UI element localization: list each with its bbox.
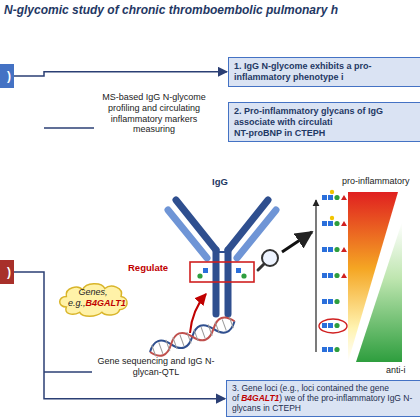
scale-label: anti-i (386, 365, 406, 376)
scale-label: pro-inflammatory (342, 176, 410, 187)
anti-gradient (356, 222, 402, 362)
gene-cloud: Genes, e.g.,B4GALT1 (56, 278, 130, 318)
connector-arrow (14, 72, 227, 76)
method-box: ) (0, 260, 14, 284)
title: N-glycomic study of chronic thromboembol… (4, 3, 338, 17)
node-text: ) (7, 265, 11, 279)
node-text: B4GALT1 (86, 298, 126, 308)
method-box: ) (0, 64, 14, 88)
finding-box: 3. Gene loci (e.g., loci contained the g… (226, 380, 420, 417)
bracket-line (44, 127, 94, 128)
trend-arrow (315, 200, 316, 352)
regulate-label: Regulate (128, 262, 168, 273)
finding-box: 1. IgG N-glycome exhibits a pro-inflamma… (228, 57, 420, 87)
igg-antibody (168, 200, 276, 314)
node-text: 2. Pro-inflammatory glycans of IgG assoc… (234, 106, 413, 128)
finding-box: 2. Pro-inflammatory glycans of IgG assoc… (228, 102, 420, 142)
glycan-circle (319, 319, 347, 333)
bracket-line (44, 371, 92, 372)
molecule-label: IgG (212, 176, 228, 187)
zoom-arrow (282, 232, 312, 252)
glycan-column (322, 190, 347, 352)
method-text: MS-based IgG N-glycome profiling and cir… (98, 92, 210, 135)
node-text: ) we (279, 393, 295, 403)
node-text: NT-proBNP in CTEPH (234, 128, 413, 139)
regulate-arrow (190, 294, 206, 333)
connector-arrow (14, 272, 225, 399)
glycan-highlight (190, 262, 254, 282)
node-text: B4GALT1 (241, 393, 279, 403)
node-text: ) (7, 69, 11, 83)
magnifier (258, 250, 278, 270)
node-text: 1. IgG N-glycome exhibits a pro-inflamma… (234, 61, 372, 82)
method-text: Gene sequencing and IgG N-glycan-QTL (96, 356, 216, 378)
